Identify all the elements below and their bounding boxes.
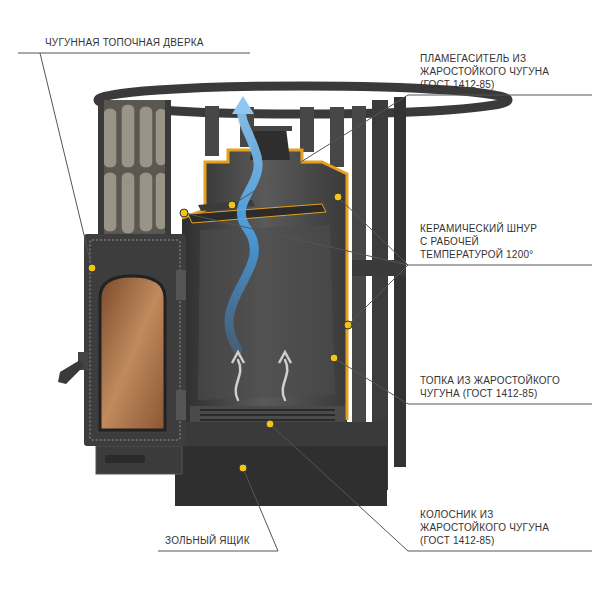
underline	[18, 53, 250, 54]
leader-line	[348, 265, 408, 325]
underline	[408, 551, 592, 552]
callout-dot	[180, 209, 188, 217]
callout-dot	[334, 193, 342, 201]
leader-line	[270, 424, 408, 551]
leader	[18, 53, 250, 272]
leader-line	[334, 358, 408, 404]
underline	[158, 551, 278, 552]
callout-label: ПЛАМЕГАСИТЕЛЬ ИЗ ЖАРОСТОЙКОГО ЧУГУНА (ГО…	[420, 52, 560, 91]
leader	[228, 95, 592, 209]
leader-line	[184, 213, 408, 265]
underline	[408, 404, 592, 405]
leader-line	[40, 53, 92, 268]
callout-dot	[266, 420, 274, 428]
callout-dot	[344, 321, 352, 329]
callout-label: ЧУГУННАЯ ТОПОЧНАЯ ДВЕРКА	[45, 36, 245, 49]
callout-label: КОЛОСНИК ИЗ ЖАРОСТОЙКОГО ЧУГУНА (ГОСТ 14…	[420, 508, 565, 547]
callout-dot	[330, 354, 338, 362]
callout-label: ТОПКА ИЗ ЖАРОСТОЙКОГО ЧУГУНА (ГОСТ 1412-…	[420, 374, 565, 400]
leader-line	[232, 95, 408, 205]
leader	[330, 354, 592, 404]
callout-label: КЕРАМИЧЕСКИЙ ШНУР С РАБОЧЕЙ ТЕМПЕРАТУРОЙ…	[420, 222, 538, 261]
underline	[408, 95, 592, 96]
leader	[180, 193, 592, 329]
callout-dot	[228, 201, 236, 209]
callout-dot	[239, 464, 247, 472]
leader-line	[338, 197, 408, 265]
callout-label: ЗОЛЬНЫЙ ЯЩИК	[165, 534, 285, 547]
callout-dot	[88, 264, 96, 272]
leader	[266, 420, 592, 551]
underline	[408, 265, 592, 266]
